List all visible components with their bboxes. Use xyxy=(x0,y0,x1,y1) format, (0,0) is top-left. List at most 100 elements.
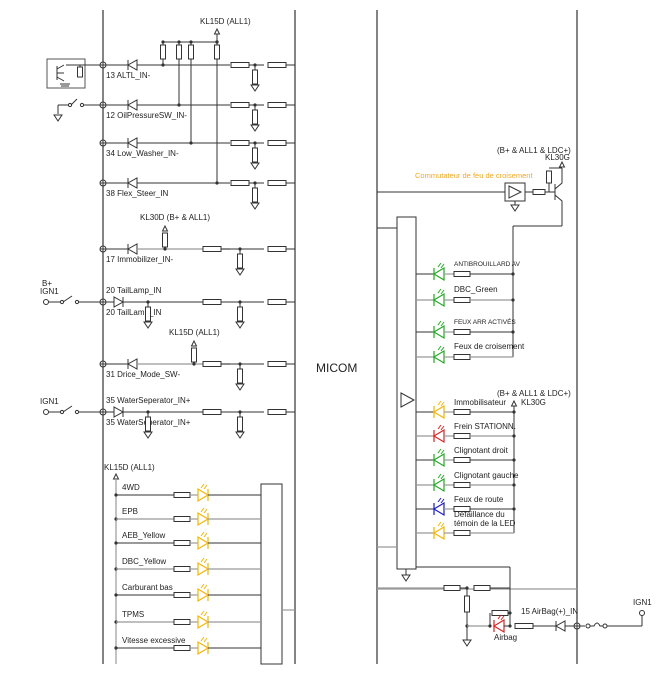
junction-dot xyxy=(511,330,515,334)
left-led-circuits: KL15D (ALL1)4WDEPBAEB_YellowDBC_YellowCa… xyxy=(104,463,295,665)
resistor xyxy=(453,271,471,277)
supply-label: IGN1 xyxy=(633,598,652,607)
source-label: B+ xyxy=(42,279,52,288)
led-icon xyxy=(432,345,445,365)
input-pin-label: 35 WaterSeperator_IN+ xyxy=(106,396,191,405)
led-triangle xyxy=(197,535,210,551)
led-icon xyxy=(432,497,445,517)
led-label: Feux de croisement xyxy=(454,342,525,351)
resistor xyxy=(267,361,287,367)
resistor xyxy=(202,409,222,415)
led-row: Vitesse excessive xyxy=(114,636,261,656)
switch-contact xyxy=(79,102,85,108)
source-label: IGN1 xyxy=(40,397,59,406)
resistor xyxy=(173,566,191,572)
input-row: 13 ALTL_IN- xyxy=(46,58,295,92)
resistor xyxy=(443,585,461,591)
input-row: 31 Drice_Mode_SW-KL15D (ALL1) xyxy=(99,328,295,391)
resistor xyxy=(267,140,287,146)
ground-icon xyxy=(53,114,63,122)
led-rays xyxy=(437,448,445,455)
ground-icon xyxy=(235,268,245,276)
ground-icon xyxy=(250,202,260,210)
led-label: Clignotant droit xyxy=(454,446,509,455)
resistor xyxy=(267,299,287,305)
led-icon xyxy=(197,483,210,503)
resistor xyxy=(464,595,470,613)
diode-icon xyxy=(113,406,125,418)
input-row: 35 WaterSeperator_IN+35 WaterSeperator_I… xyxy=(40,396,295,439)
resistor xyxy=(453,433,471,439)
junction-dot xyxy=(512,410,516,414)
led-icon xyxy=(197,583,210,603)
input-row: 12 OilPressureSW_IN- xyxy=(53,98,295,132)
resistor xyxy=(532,189,546,195)
led-label: Frein STATIONN. xyxy=(454,422,516,431)
led-triangle xyxy=(432,452,445,468)
resistor xyxy=(191,347,197,363)
switch-contact xyxy=(74,299,80,305)
resistor xyxy=(176,44,182,60)
diode-icon xyxy=(113,296,125,308)
led-triangle xyxy=(432,501,445,517)
switch-lever xyxy=(70,98,78,106)
led-label: TPMS xyxy=(122,610,144,619)
resistor xyxy=(202,299,222,305)
led-icon xyxy=(432,448,445,468)
diode-icon xyxy=(126,243,138,255)
led-triangle xyxy=(432,525,445,541)
junction-dot xyxy=(215,40,219,44)
diode-icon xyxy=(126,99,138,111)
led-icon xyxy=(197,531,210,551)
ground-icon xyxy=(401,574,411,582)
led-row: FEUX ARR ACTIVÉS xyxy=(416,317,516,340)
led-icon xyxy=(432,262,445,282)
led-icon xyxy=(197,610,210,630)
led-icon xyxy=(432,320,445,340)
supply-label: KL30G xyxy=(545,153,570,162)
led-icon xyxy=(432,521,445,541)
input-pin-label: 12 OilPressureSW_IN- xyxy=(106,111,187,120)
led-row: Frein STATIONN. xyxy=(416,422,516,444)
supply-label: (B+ & ALL1 & LDC+) xyxy=(497,146,571,155)
led-rays xyxy=(437,424,445,431)
terminal-icon xyxy=(639,610,645,616)
supply-label: KL30D (B+ & ALL1) xyxy=(140,213,210,222)
led-rays xyxy=(437,521,445,528)
ground-icon xyxy=(143,321,153,329)
resistor xyxy=(173,619,191,625)
led-label: témoin de la LED xyxy=(454,519,516,528)
resistor xyxy=(267,62,287,68)
fuse-contact xyxy=(602,623,608,629)
led-rays xyxy=(437,473,445,480)
led-row: 4WD xyxy=(114,483,261,503)
led-icon xyxy=(197,557,210,577)
ground-icon xyxy=(250,124,260,132)
input-pin-label: 15 AirBag(+)_IN xyxy=(521,607,578,616)
led-rays xyxy=(200,636,208,643)
resistor xyxy=(237,368,243,384)
led-row: AEB_Yellow xyxy=(114,531,261,551)
resistor xyxy=(514,623,534,629)
resistor xyxy=(237,306,243,322)
led-label: Carburant bas xyxy=(122,583,173,592)
ground-icon xyxy=(235,431,245,439)
input-pin-label: 20 TailLamp_IN xyxy=(106,286,162,295)
led-row: Feux de route xyxy=(416,495,516,517)
supply-arrow-icon xyxy=(112,472,120,480)
led-rays xyxy=(437,288,445,295)
resistor xyxy=(230,102,250,108)
led-icon xyxy=(197,507,210,527)
resistor xyxy=(252,147,258,163)
resistor xyxy=(162,232,168,248)
led-triangle xyxy=(197,587,210,603)
junction-dot xyxy=(192,362,196,366)
transistor-icon xyxy=(56,64,65,82)
ground-icon xyxy=(462,639,472,647)
led-triangle xyxy=(432,349,445,365)
supply-arrow-icon xyxy=(190,339,198,347)
junction-dot xyxy=(512,483,516,487)
led-row: Immobilisateur xyxy=(416,398,516,420)
resistor xyxy=(267,246,287,252)
